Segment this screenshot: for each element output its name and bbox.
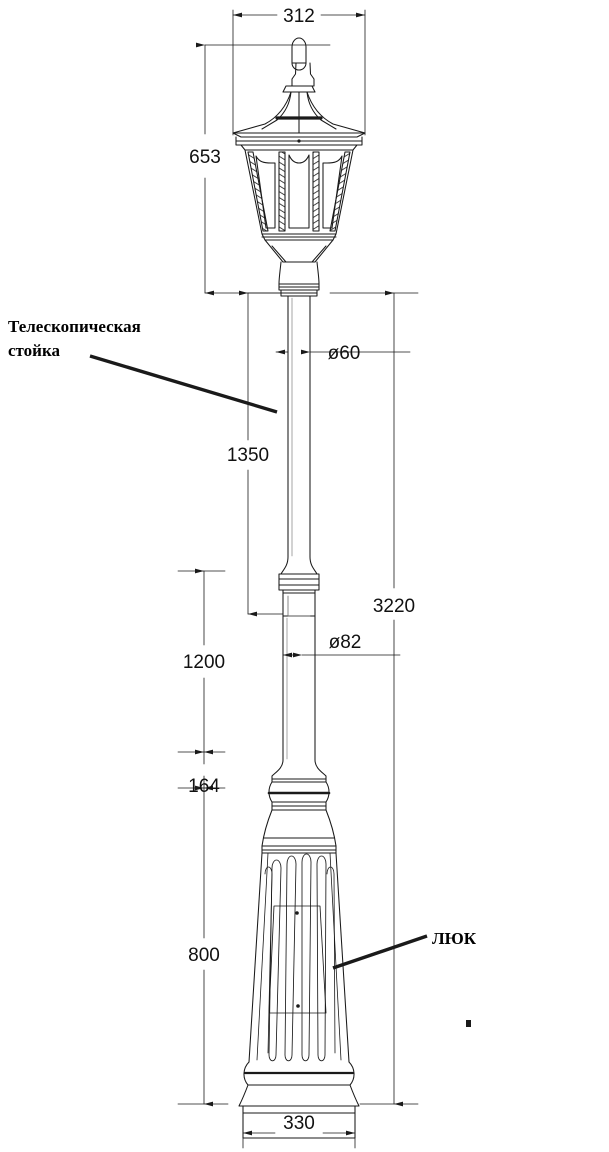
dimension-chain-left [177, 568, 229, 1107]
base-ornament [261, 759, 337, 854]
lantern-roof [232, 91, 366, 138]
lantern-cornice [235, 136, 363, 151]
dimension-total-height [329, 290, 419, 1107]
telescopic-joint [278, 573, 320, 617]
lantern-head [232, 37, 366, 297]
dimension-label-312: 312 [283, 6, 315, 27]
access-hatch [268, 905, 327, 1014]
dimension-label-d82: ø82 [329, 632, 362, 653]
stray-mark [466, 1020, 471, 1027]
dimension-label-653: 653 [189, 147, 221, 168]
dimension-label-1350: 1350 [227, 445, 269, 466]
dimension-label-1200: 1200 [183, 652, 225, 673]
lantern-base-funnel [264, 239, 334, 263]
finial-icon [290, 37, 315, 91]
dimension-label-3220: 3220 [373, 596, 415, 617]
dimension-label-330: 330 [283, 1113, 315, 1134]
annotation-hatch: ЛЮК [432, 929, 477, 948]
dimension-label-800: 800 [188, 945, 220, 966]
annotation-telescopic-post-line2: стойка [8, 341, 61, 360]
annotation-telescopic-post-line1: Телескопическая [8, 317, 141, 336]
dimension-lantern-height [196, 42, 331, 296]
lantern-body [244, 149, 354, 241]
leader-hatch [332, 934, 428, 970]
middle-pole [282, 615, 316, 761]
leader-telescopic-post [89, 354, 278, 414]
dimension-label-164: 164 [188, 776, 220, 797]
lantern-collar [278, 261, 320, 297]
dimension-label-d60: ø60 [328, 343, 361, 364]
dimension-lantern-width [232, 9, 366, 136]
upper-pole [280, 295, 318, 575]
dimension-base-width [242, 1107, 356, 1149]
dimension-upper-length [239, 290, 285, 617]
fluted-skirt [248, 852, 350, 1063]
